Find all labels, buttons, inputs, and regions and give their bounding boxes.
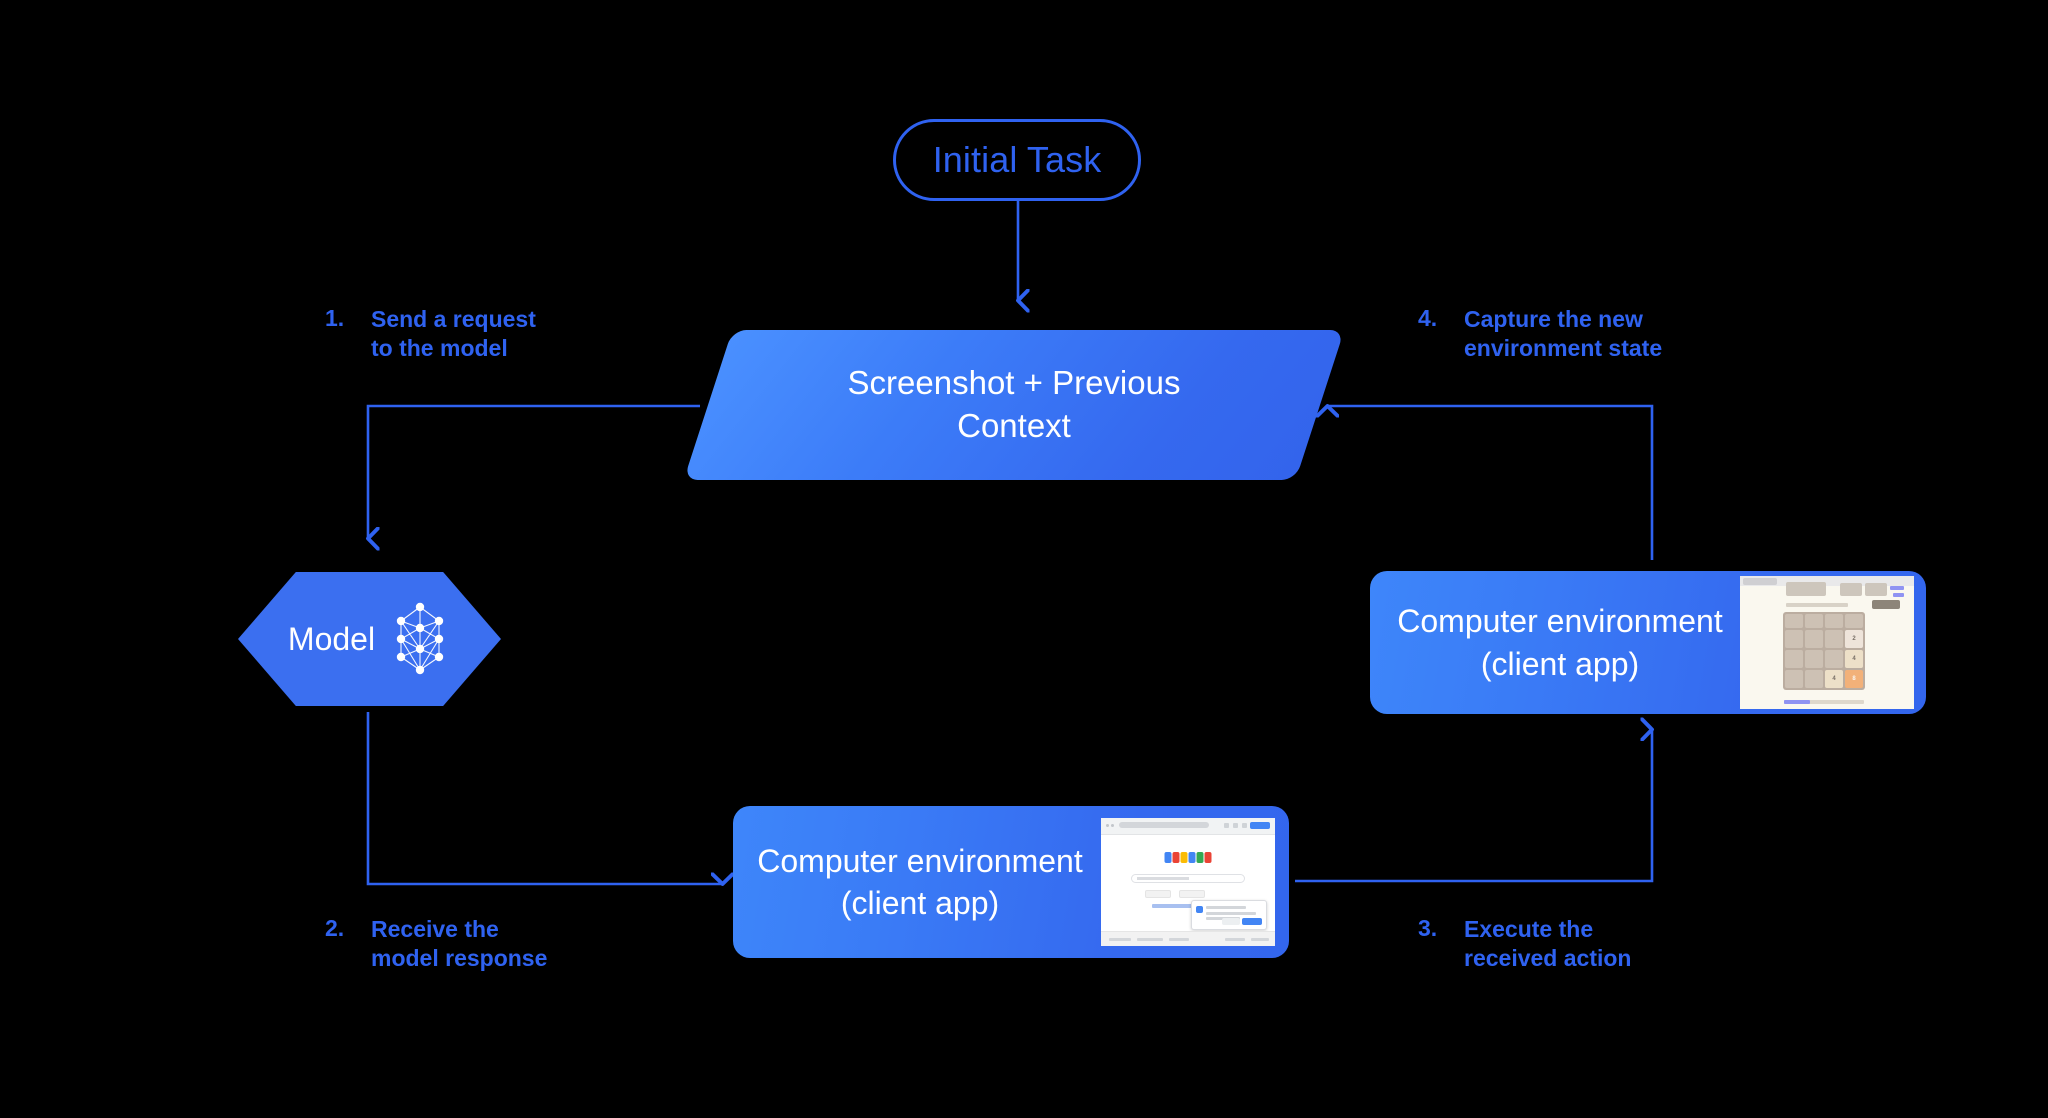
footer-text xyxy=(1784,700,1864,704)
tile-8: 8 xyxy=(1845,670,1863,688)
instructions-text xyxy=(1786,603,1848,607)
browser-tab xyxy=(1743,578,1777,585)
step-label-2: 2. Receive the model response xyxy=(325,915,547,974)
footer-link xyxy=(1784,700,1810,704)
tile-empty xyxy=(1785,670,1803,688)
tile-2: 2 xyxy=(1845,630,1863,648)
dialog-title xyxy=(1206,906,1246,909)
thumbnail-2048-game: 2 4 4 8 xyxy=(1740,576,1914,709)
footer-link-3 xyxy=(1169,938,1189,941)
promo-text xyxy=(1152,904,1224,908)
browser-chrome xyxy=(1740,576,1914,586)
initial-task-label: Initial Task xyxy=(932,139,1102,180)
address-bar xyxy=(1119,822,1209,828)
step-3-text: Execute the received action xyxy=(1464,916,1632,972)
sign-in-button xyxy=(1250,822,1270,829)
best-score-box xyxy=(1865,583,1887,596)
extensions-icon xyxy=(1233,823,1238,828)
search-placeholder xyxy=(1137,877,1189,880)
model-label: Model xyxy=(287,620,376,657)
tile-empty xyxy=(1805,614,1823,628)
site-title-2048 xyxy=(1786,582,1826,596)
edge-context-to-model xyxy=(368,404,700,538)
header-link-1 xyxy=(1890,586,1904,590)
profile-icon xyxy=(1242,823,1247,828)
tile-empty xyxy=(1785,630,1803,648)
dialog-app-icon xyxy=(1196,906,1203,913)
step-1-text: Send a request to the model xyxy=(371,306,536,362)
dialog-body-1 xyxy=(1206,912,1256,915)
step-3-number: 3. xyxy=(1418,915,1438,941)
footer-link-1 xyxy=(1109,938,1131,941)
edge-model-to-env-bottom xyxy=(366,712,722,884)
hexagon-shape xyxy=(238,572,501,706)
google-logo xyxy=(1164,852,1212,863)
tile-empty xyxy=(1805,650,1823,668)
footer-link-4 xyxy=(1225,938,1245,941)
step-4-text: Capture the new environment state xyxy=(1464,306,1663,362)
step-2-text: Receive the model response xyxy=(371,916,548,972)
tile-empty xyxy=(1785,650,1803,668)
screenshot-context-line2: Context xyxy=(957,407,1071,444)
env-right-line2: (client app) xyxy=(1480,645,1640,682)
node-model[interactable]: Model xyxy=(238,572,501,706)
step-4-number: 4. xyxy=(1418,305,1438,331)
edge-env-bottom-to-env-right xyxy=(1295,730,1652,883)
screenshot-context-line1: Screenshot + Previous xyxy=(847,364,1181,402)
screenshot-context-text: Screenshot + Previous Context xyxy=(708,330,1320,480)
footer-link-5 xyxy=(1251,938,1269,941)
step-label-1: 1. Send a request to the model xyxy=(325,305,536,364)
step-label-3: 3. Execute the received action xyxy=(1418,915,1631,974)
tile-4: 4 xyxy=(1825,670,1843,688)
env-bottom-line2: (client app) xyxy=(840,885,1000,921)
tile-empty xyxy=(1805,670,1823,688)
score-box xyxy=(1840,583,1862,596)
env-right-text: Computer environment (client app) xyxy=(1370,600,1740,684)
menu-icon xyxy=(1224,823,1229,828)
node-env-bottom[interactable]: Computer environment (client app) xyxy=(733,806,1289,958)
forward-icon xyxy=(1111,824,1114,827)
header-link-2 xyxy=(1893,593,1904,597)
tile-empty xyxy=(1825,650,1843,668)
sign-in-dialog xyxy=(1191,900,1267,930)
tile-4: 4 xyxy=(1845,650,1863,668)
node-env-right[interactable]: Computer environment (client app) xyxy=(1370,571,1926,714)
google-search-button xyxy=(1145,890,1171,898)
node-initial-task[interactable]: Initial Task xyxy=(893,119,1141,201)
back-icon xyxy=(1106,824,1109,827)
edge-env-right-to-context xyxy=(1328,406,1654,560)
new-game-button xyxy=(1872,600,1900,609)
dialog-cancel-button xyxy=(1222,918,1240,925)
tile-empty xyxy=(1845,614,1863,628)
tile-empty xyxy=(1805,630,1823,648)
tile-empty xyxy=(1825,614,1843,628)
step-2-number: 2. xyxy=(325,915,345,941)
step-label-4: 4. Capture the new environment state xyxy=(1418,305,1662,364)
footer-link-2 xyxy=(1137,938,1163,941)
env-right-line1: Computer environment xyxy=(1397,603,1723,640)
thumbnail-google-homepage xyxy=(1101,818,1275,946)
step-1-number: 1. xyxy=(325,305,345,331)
game-board: 2 4 4 8 xyxy=(1783,612,1865,690)
dialog-confirm-button xyxy=(1242,918,1262,925)
tile-empty xyxy=(1825,630,1843,648)
feeling-lucky-button xyxy=(1179,890,1205,898)
tile-empty xyxy=(1785,614,1803,628)
env-bottom-line1: Computer environment xyxy=(757,842,1083,879)
env-bottom-text: Computer environment (client app) xyxy=(733,840,1101,924)
node-screenshot-context[interactable]: Screenshot + Previous Context xyxy=(683,330,1345,480)
neural-network-icon xyxy=(389,601,451,677)
